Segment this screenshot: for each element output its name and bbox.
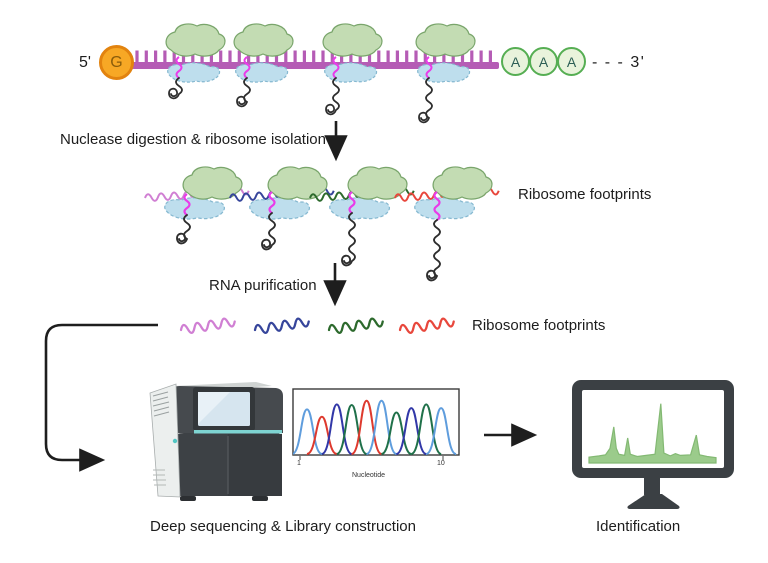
chromatogram-xlabel: Nucleotide [352, 472, 386, 479]
footprint-ribosome-1 [144, 166, 250, 245]
sequencer-foot-left [180, 496, 196, 501]
mrna-in-ribosome [425, 56, 433, 79]
mrna-in-ribosome [175, 56, 183, 79]
step2-label: RNA purification [209, 277, 317, 294]
ribosome-3 [322, 23, 383, 116]
chromatogram-plot [292, 388, 460, 460]
monitor-stand-base [627, 494, 680, 509]
sequencer-screen-glare [198, 392, 230, 424]
nascent-chain [418, 77, 433, 124]
polya-circle-2: A [529, 47, 558, 76]
polya-letter: A [538, 53, 549, 70]
sequencer-illustration [149, 382, 283, 501]
mrna-strand [131, 50, 499, 69]
sequencer-accent-strip [194, 430, 282, 434]
nascent-chain [261, 212, 276, 251]
sequencer-foot-right [252, 496, 268, 501]
mrna-tick-comb [135, 50, 492, 63]
polya-circle-1: A [501, 47, 530, 76]
step1-label: Nuclease digestion & ribosome isolation [60, 131, 326, 148]
five-prime-cap: G [99, 45, 134, 80]
deep-sequencing-label: Deep sequencing & Library construction [150, 518, 416, 535]
footprints-label-2: Ribosome footprints [472, 317, 606, 334]
chromatogram-peak [321, 403, 353, 455]
mrna-in-ribosome [268, 191, 276, 214]
sequencer-door-right [228, 434, 282, 496]
mrna-in-ribosome [433, 191, 441, 221]
footprints-label-1: Ribosome footprints [518, 186, 652, 203]
chromatogram-peak [293, 408, 323, 455]
chromatogram-peak [336, 403, 368, 455]
rna-fragment-pink [179, 317, 236, 334]
cap-letter: G [110, 53, 123, 71]
nascent-chain [426, 219, 441, 282]
monitor-screen [582, 390, 724, 468]
polya-letter: A [566, 53, 577, 70]
nascent-chain [236, 77, 251, 108]
sequencer-vents-top [152, 391, 170, 417]
footprint-ribosome-4 [394, 166, 500, 282]
rna-fragment-red [398, 317, 455, 334]
mrna-in-ribosome [243, 56, 251, 79]
nascent-chain [341, 212, 356, 267]
sequencer-logo-dot [172, 438, 178, 444]
chromatogram-peak [395, 407, 427, 455]
ribosome-2 [233, 23, 294, 108]
nascent-chain [168, 77, 183, 100]
purified-rna-fragments [179, 317, 455, 334]
nascent-chain [176, 214, 191, 245]
sequencer-vents-bottom [153, 469, 166, 486]
mrna-in-ribosome [332, 56, 340, 79]
polya-circle-3: A [557, 47, 586, 76]
rna-fragment-green [327, 317, 384, 334]
mrna-in-ribosome [348, 191, 356, 214]
five-prime-label: 5' [79, 54, 91, 71]
ribosome-4 [415, 23, 476, 124]
monitor-illustration [572, 380, 734, 509]
chromatogram-peak [365, 399, 398, 455]
rna-fragment-navy [253, 317, 310, 334]
mrna-backbone [131, 62, 499, 69]
chromatogram-peak [351, 399, 383, 455]
chromatogram-peak [306, 415, 338, 455]
monitor-peaks-chart [588, 403, 717, 464]
three-prime-label: - - - 3' [592, 54, 646, 71]
chromatogram-peak [425, 407, 457, 455]
arrow-curved-to-sequencer [44, 323, 158, 472]
chromatogram-peak [380, 411, 412, 455]
sequencer-side-panel [149, 383, 181, 498]
identification-label: Identification [596, 518, 681, 535]
ribosome-1 [165, 23, 226, 100]
polya-letter: A [510, 53, 521, 70]
chromatogram-xtick-1: 1 [297, 460, 301, 467]
nascent-chain [325, 77, 340, 116]
chromatogram-peak [410, 403, 442, 455]
monitor-stand-neck [644, 478, 660, 495]
footprint-ribosome-2 [229, 166, 335, 251]
chromatogram-xtick-10: 10 [437, 460, 445, 467]
chromatogram-traces [293, 399, 457, 455]
mrna-in-ribosome [183, 193, 191, 216]
